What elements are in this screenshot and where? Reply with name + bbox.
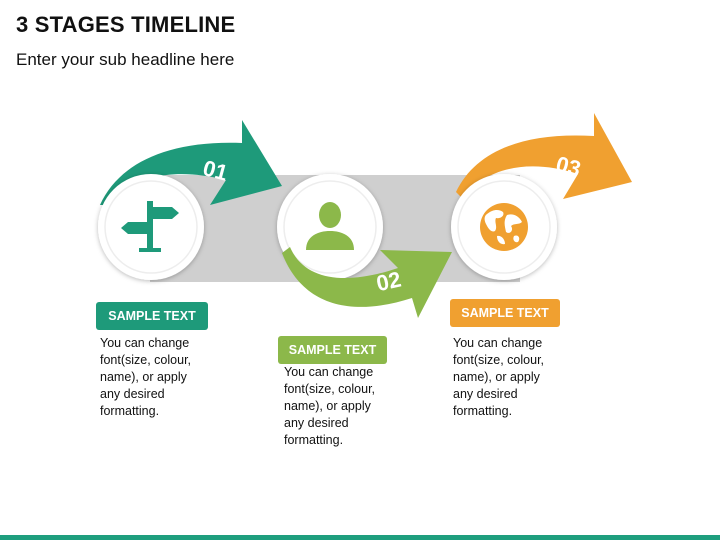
stage-1-arrow [100, 120, 282, 205]
page-subtitle: Enter your sub headline here [16, 50, 235, 69]
stage-2-desc-line: font(size, colour, [284, 382, 376, 396]
stage-1-description: You can change font(size, colour, name),… [100, 335, 191, 420]
stage-2-desc-line: name), or apply [284, 399, 371, 413]
page-title: 3 STAGES TIMELINE [16, 12, 236, 37]
stage-2-desc-line: formatting. [284, 433, 344, 447]
person-icon [306, 202, 354, 250]
stage-3-desc-line: name), or apply [453, 370, 540, 384]
stage-3-desc-line: any desired [453, 387, 518, 401]
stage-2-description: You can change font(size, colour, name),… [284, 364, 375, 449]
stage-2-desc-line: any desired [284, 416, 349, 430]
stage-1-desc-line: name), or apply [100, 370, 187, 384]
stage-1-desc-line: any desired [100, 387, 165, 401]
stage-3-label: SAMPLE TEXT [450, 299, 560, 327]
stage-3-desc-line: formatting. [453, 404, 513, 418]
stage-2-number: 02 [374, 267, 403, 297]
stage-1-desc-line: formatting. [100, 404, 160, 418]
stage-2-label: SAMPLE TEXT [278, 336, 387, 364]
stage-3-desc-line: font(size, colour, [453, 353, 545, 367]
stage-1-desc-line: font(size, colour, [100, 353, 192, 367]
stage-2-desc-line: You can change [284, 365, 374, 379]
stage-3-desc-line: You can change [453, 336, 543, 350]
stage-3-arrow [456, 113, 632, 199]
footer-bar [0, 535, 720, 540]
stage-3-description: You can change font(size, colour, name),… [453, 335, 544, 420]
stage-1-label: SAMPLE TEXT [96, 302, 208, 330]
stage-1-desc-line: You can change [100, 336, 190, 350]
globe-icon [480, 203, 528, 251]
stage-2-arrow [282, 247, 452, 318]
stage-2-number-group: 02 [374, 267, 403, 297]
signpost-icon [121, 201, 179, 252]
